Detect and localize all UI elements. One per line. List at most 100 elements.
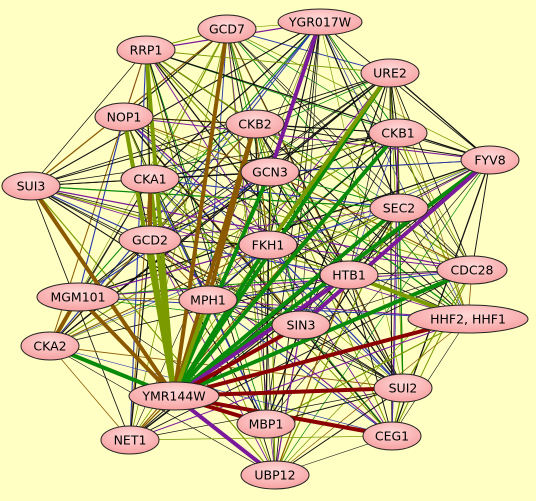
node-ure2[interactable]: URE2 — [360, 58, 420, 88]
edge-SUI3-CDC28 — [30, 185, 473, 271]
node-htb1[interactable]: HTB1 — [319, 260, 379, 290]
edge-CKA1-SEC2 — [149, 178, 400, 209]
edge-FYV8-CDC28 — [471, 159, 491, 271]
node-label: RRP1 — [130, 43, 163, 58]
edge-FYV8-GCN3 — [269, 159, 491, 173]
edge-SEC2-UBP12 — [274, 207, 400, 476]
node-shape — [362, 421, 422, 451]
edge-CKB1-SUI3 — [30, 132, 399, 187]
edge-YGR017W-FYV8 — [319, 21, 491, 161]
node-cka2[interactable]: CKA2 — [20, 331, 80, 361]
strong-edge-SEC2-YMR144W — [172, 206, 401, 398]
node-label: MGM101 — [50, 290, 105, 305]
node-net1[interactable]: NET1 — [100, 425, 160, 455]
node-cdc28[interactable]: CDC28 — [436, 255, 508, 285]
edge-MGM101-HHF2 — [77, 296, 469, 320]
node-label: YMR144W — [141, 389, 205, 404]
node-label: YGR017W — [288, 15, 351, 30]
edge-HHF2-NET1 — [129, 318, 469, 441]
strong-edge-FYV8-SIN3 — [299, 158, 492, 327]
node-fyv8[interactable]: FYV8 — [460, 145, 520, 175]
node-rrp1[interactable]: RRP1 — [116, 35, 176, 65]
node-ymr144w[interactable]: YMR144W — [128, 381, 220, 411]
node-shape — [197, 14, 257, 44]
edge-SIN3-MBP1 — [265, 324, 302, 425]
edge-GCD2-HTB1 — [149, 239, 350, 276]
edge-CDC28-SIN3 — [300, 269, 473, 326]
node-label: HTB1 — [332, 268, 366, 283]
node-shape — [368, 118, 428, 148]
edge-URE2-HTB1 — [348, 72, 391, 276]
node-ckb2[interactable]: CKB2 — [225, 109, 285, 139]
node-gcn3[interactable]: GCN3 — [240, 157, 300, 187]
strong-edge-NOP1-YMR144W — [122, 115, 176, 398]
edge-CKB1-MPH1 — [207, 132, 399, 301]
edge-GCD7-SUI2 — [226, 28, 404, 389]
edge-RRP1-HTB1 — [145, 49, 350, 276]
edge-RRP1-SUI2 — [145, 49, 404, 389]
strong-edge-CKB1-YMR144W — [172, 131, 400, 398]
strong-edge-GCD7-YMR144W — [172, 27, 229, 398]
node-ceg1[interactable]: CEG1 — [362, 421, 422, 451]
edge-SUI2-UBP12 — [274, 387, 404, 476]
edge-CKA2-NET1 — [49, 345, 131, 441]
edge-GCD7-CKA1 — [149, 28, 228, 180]
edge-SUI3-UBP12 — [30, 185, 276, 476]
node-sec2[interactable]: SEC2 — [369, 193, 429, 223]
edge-NOP1-FYV8 — [123, 116, 491, 161]
node-shape — [240, 460, 310, 490]
node-sin3[interactable]: SIN3 — [271, 310, 331, 340]
node-mgm101[interactable]: MGM101 — [36, 282, 120, 312]
edge-GCD7-CKB1 — [226, 28, 399, 134]
node-label: FKH1 — [252, 238, 285, 253]
node-shape — [178, 285, 238, 315]
strong-edge-URE2-FKH1 — [266, 71, 392, 247]
edge-HHF2-UBP12 — [274, 318, 469, 476]
node-ygr017w[interactable]: YGR017W — [277, 8, 363, 36]
edge-CKB2-SUI3 — [30, 123, 256, 187]
edge-CKB1-SIN3 — [300, 132, 399, 326]
node-ckb1[interactable]: CKB1 — [368, 118, 428, 148]
edge-YGR017W-SIN3 — [300, 21, 321, 326]
node-gcd2[interactable]: GCD2 — [118, 225, 182, 255]
node-nop1[interactable]: NOP1 — [94, 102, 154, 132]
node-mbp1[interactable]: MBP1 — [236, 409, 296, 439]
node-label: HHF2, HHF1 — [430, 312, 506, 327]
edge-SUI3-HTB1 — [30, 185, 350, 276]
edge-GCD7-NOP1 — [123, 28, 228, 118]
node-label: GCD2 — [132, 233, 168, 248]
node-label: NOP1 — [107, 110, 142, 125]
node-label: UBP12 — [254, 468, 295, 483]
edge-SEC2-GCD2 — [149, 207, 400, 241]
edge-RRP1-URE2 — [145, 49, 391, 74]
strong-edge-HHF2-YMR144W — [172, 317, 470, 398]
edge-NOP1-FKH1 — [123, 116, 269, 246]
node-shape — [20, 331, 80, 361]
edge-SUI3-NET1 — [30, 185, 131, 441]
edge-SIN3-CEG1 — [300, 324, 393, 437]
node-sui2[interactable]: SUI2 — [373, 373, 433, 403]
node-shape — [100, 425, 160, 455]
node-ubp12[interactable]: UBP12 — [240, 460, 310, 490]
node-gcd7[interactable]: GCD7 — [197, 14, 257, 44]
node-hhf2[interactable]: HHF2, HHF1 — [407, 304, 529, 334]
node-shape — [436, 255, 508, 285]
node-sui3[interactable]: SUI3 — [1, 171, 61, 201]
node-mph1[interactable]: MPH1 — [178, 285, 238, 315]
node-shape — [36, 282, 120, 312]
node-cka1[interactable]: CKA1 — [120, 164, 180, 194]
node-shape — [116, 35, 176, 65]
edge-CDC28-MGM101 — [77, 269, 473, 298]
node-fkh1[interactable]: FKH1 — [238, 230, 298, 260]
strong-edge-MPH1-YMR144W — [172, 298, 210, 398]
edge-CKA2-UBP12 — [49, 345, 276, 476]
edge-CKB2-FYV8 — [254, 123, 491, 161]
edge-HHF2-CEG1 — [391, 318, 469, 437]
edge-YGR017W-MGM101 — [77, 21, 321, 298]
edge-RRP1-SUI3 — [30, 49, 147, 187]
node-label: CKB1 — [381, 126, 414, 141]
edge-CDC28-UBP12 — [274, 269, 473, 476]
node-label: FYV8 — [474, 153, 505, 168]
node-label: CKA2 — [33, 339, 66, 354]
